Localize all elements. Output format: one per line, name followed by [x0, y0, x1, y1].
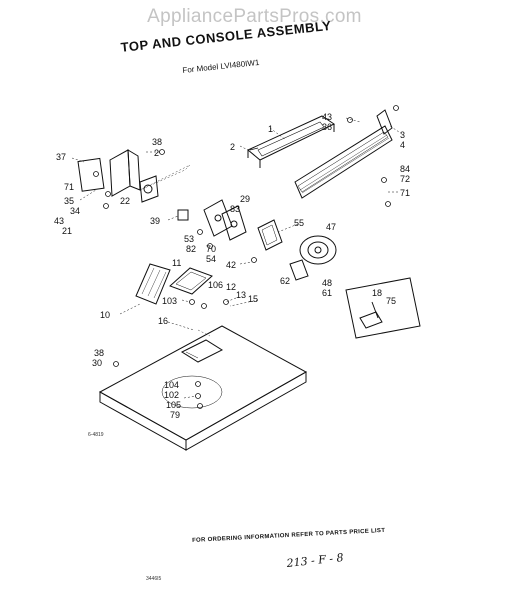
fasteners — [93, 105, 399, 409]
callout-11: 11 — [172, 258, 181, 268]
detail-inset — [345, 277, 421, 339]
callout-103: 103 — [162, 296, 177, 306]
callout-71b: 71 — [400, 188, 410, 198]
callout-54: 54 — [206, 254, 216, 264]
callout-18: 18 — [372, 288, 382, 298]
callout-38b: 38 — [94, 348, 104, 358]
lint-screen-part — [135, 263, 171, 305]
leader-lines — [71, 117, 403, 399]
callout-38: 38 — [152, 137, 162, 147]
callout-2: 2 — [154, 148, 159, 158]
callout-48: 48 — [322, 278, 332, 288]
callout-22: 22 — [120, 196, 130, 206]
callout-16: 16 — [158, 316, 168, 326]
callout-12: 12 — [226, 282, 236, 292]
callout-1: 1 — [268, 124, 273, 134]
callout-105: 105 — [166, 400, 181, 410]
switch-part — [257, 219, 283, 251]
callout-43b: 43 — [322, 112, 332, 122]
callout-83: 83 — [230, 204, 240, 214]
callout-42: 42 — [226, 260, 236, 270]
callout-39: 39 — [150, 216, 160, 226]
callout-29: 29 — [240, 194, 250, 204]
callout-2b: 2 — [230, 142, 235, 152]
callout-3: 3 — [400, 130, 405, 140]
callout-37: 37 — [56, 152, 66, 162]
callout-13: 13 — [236, 290, 246, 300]
callout-30: 30 — [92, 358, 102, 368]
callout-15: 15 — [248, 294, 258, 304]
callout-43: 43 — [54, 216, 64, 226]
document-number: 3446I5 — [146, 576, 162, 582]
callout-72: 72 — [400, 174, 410, 184]
callout-71: 71 — [64, 182, 74, 192]
left-switch-part — [77, 149, 191, 203]
callout-34: 34 — [70, 206, 80, 216]
callout-53: 53 — [184, 234, 194, 244]
console-part — [294, 109, 393, 199]
callout-102: 102 — [164, 390, 179, 400]
callout-21: 21 — [62, 226, 72, 236]
top-panel-part — [98, 325, 308, 451]
callout-62: 62 — [280, 276, 290, 286]
callout-36: 36 — [322, 122, 332, 132]
callout-82: 82 — [186, 244, 196, 254]
callout-104: 104 — [164, 380, 179, 390]
callout-10: 10 — [100, 310, 110, 320]
callout-4: 4 — [400, 140, 405, 150]
callout-75: 75 — [386, 296, 396, 306]
callout-55: 55 — [294, 218, 304, 228]
callout-47: 47 — [326, 222, 336, 232]
callout-61: 61 — [322, 288, 332, 298]
callout-70: 70 — [206, 244, 216, 254]
timer-part — [203, 199, 247, 241]
callout-79: 79 — [170, 410, 180, 420]
watermark: AppliancePartsPros.com — [147, 6, 362, 27]
motor-part — [289, 235, 337, 281]
lint-cover-part — [169, 267, 213, 295]
control-panel-part — [247, 115, 336, 168]
callout-84: 84 — [400, 164, 410, 174]
figure-number: 6-4819 — [88, 432, 104, 438]
callout-106: 106 — [208, 280, 223, 290]
callout-35: 35 — [64, 196, 74, 206]
knob-part — [177, 209, 189, 221]
